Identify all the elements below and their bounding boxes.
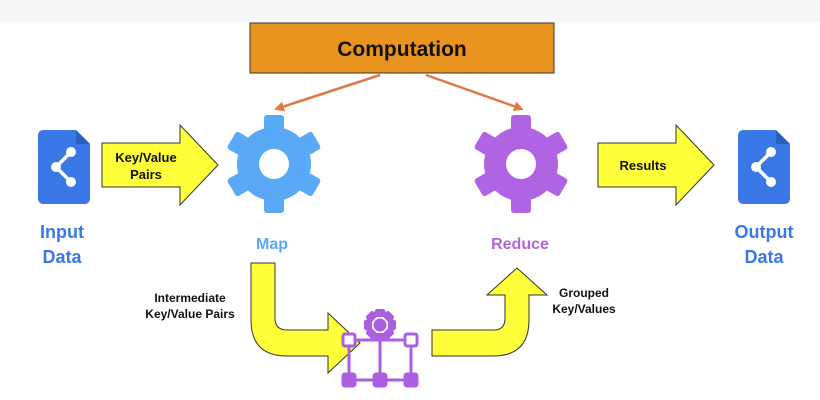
input-label-line2: Data xyxy=(42,247,82,267)
map-label: Map xyxy=(256,236,288,253)
input-label-line1: Input xyxy=(40,222,84,242)
key-value-label-line2: Pairs xyxy=(130,167,162,182)
intermediate-arrow xyxy=(250,262,361,375)
key-value-arrow: Key/Value Pairs xyxy=(101,123,219,207)
map-gear-icon xyxy=(227,115,321,213)
connector-to-reduce xyxy=(425,73,524,112)
intermediate-label-line1: Intermediate xyxy=(154,291,226,305)
input-doc-icon xyxy=(38,130,90,204)
output-doc-icon xyxy=(738,130,790,204)
reduce-gear-icon xyxy=(474,115,568,213)
intermediate-label-line2: Key/Value Pairs xyxy=(145,307,235,321)
computation-box: Computation xyxy=(249,22,555,74)
grouped-label-line1: Grouped xyxy=(559,286,609,300)
grouped-label-line2: Key/Values xyxy=(552,302,616,316)
output-label-line2: Data xyxy=(744,247,784,267)
top-band xyxy=(0,0,820,22)
computation-label: Computation xyxy=(337,38,466,61)
results-label: Results xyxy=(620,158,667,173)
shuffle-network-icon xyxy=(341,309,419,388)
reduce-label: Reduce xyxy=(491,236,549,253)
connector-to-map xyxy=(274,73,381,112)
grouped-arrow xyxy=(431,267,549,357)
output-label-line1: Output xyxy=(735,222,794,242)
key-value-label-line1: Key/Value xyxy=(115,150,176,165)
results-arrow: Results xyxy=(597,123,715,207)
